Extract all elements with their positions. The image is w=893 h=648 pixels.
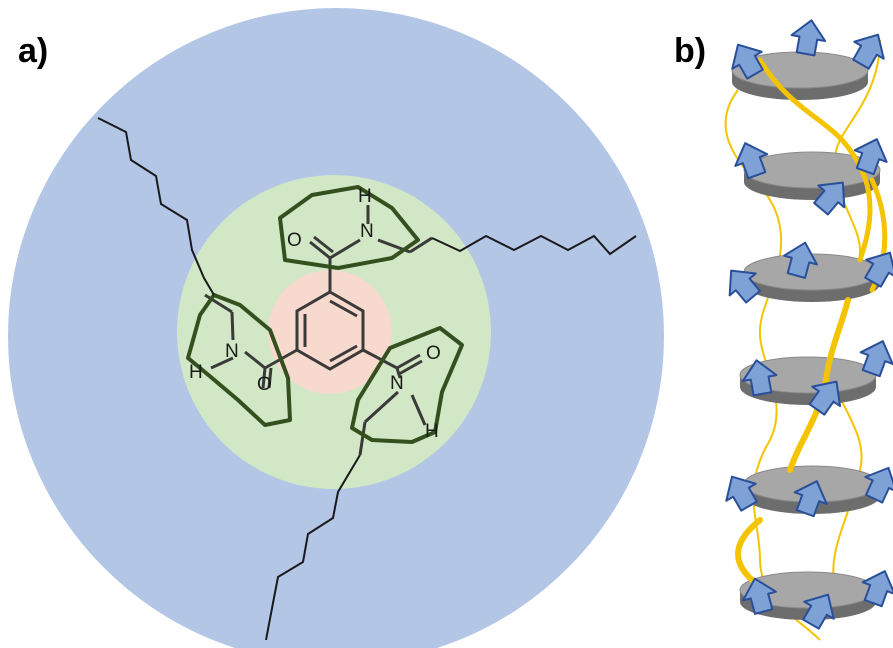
disc-2 [743, 151, 881, 200]
disc-top [743, 151, 881, 189]
panel-a: a) [8, 8, 664, 648]
amide-arrow [725, 475, 758, 512]
helix-strand-front-3 [735, 517, 763, 583]
amide-arrow [861, 570, 893, 608]
left-hydrogen-label: H [189, 362, 203, 383]
panel-a-label: a) [18, 32, 48, 70]
upper-amide-outline [278, 185, 420, 270]
hydrogen-bond-outlines [186, 185, 464, 444]
upper-hydrogen-label: H [358, 186, 372, 207]
aromatic-core-disk [268, 270, 392, 394]
upper-oxygen-label: O [287, 230, 302, 251]
left-oxygen-label: O [257, 374, 272, 395]
panel-b: b) [674, 19, 893, 641]
alkyl-chains [97, 117, 637, 641]
amide-arrow [852, 33, 885, 70]
amide-arrow [853, 138, 888, 176]
alkyl-chain-right [431, 234, 637, 256]
amide-arrow [742, 577, 777, 615]
disc-4 [739, 356, 877, 405]
amide-arrow [813, 181, 846, 216]
benzene-ring [295, 290, 365, 371]
amide-arrow [728, 269, 761, 304]
atom-labels: N H O N H O N H O [189, 186, 441, 442]
left-nitrogen-label: N [225, 341, 239, 362]
disc-1 [731, 51, 869, 100]
right-amide-outline [350, 326, 464, 444]
helix-strands-back [724, 39, 881, 641]
amide-bonds [204, 205, 433, 456]
right-hydrogen-label: H [425, 421, 439, 442]
right-oxygen-label: O [426, 343, 441, 364]
alkyl-chain-top-left [97, 117, 215, 296]
amide-arrows [725, 19, 893, 630]
alkyl-chain-bottom [265, 454, 361, 641]
disc-3 [743, 253, 881, 302]
amide-arrow [731, 43, 764, 80]
helix-strand-front-2 [787, 297, 851, 473]
amide-arrow [859, 340, 893, 378]
amide-arrow [783, 241, 818, 279]
amide-arrow [793, 480, 828, 518]
amide-arrow [864, 466, 893, 504]
disc-stack [731, 51, 881, 620]
amide-arrow [802, 593, 835, 630]
upper-nitrogen-label: N [360, 221, 374, 242]
helix-strand-back-2 [828, 39, 881, 601]
amide-arrow [790, 19, 827, 57]
helix-strand-front-1 [757, 57, 873, 263]
amide-arrow [741, 359, 778, 397]
panel-b-label: b) [674, 32, 706, 70]
amide-arrow [808, 380, 842, 416]
amide-arrow [734, 142, 769, 180]
left-amide-outline [186, 293, 292, 427]
right-nitrogen-label: N [390, 373, 404, 394]
